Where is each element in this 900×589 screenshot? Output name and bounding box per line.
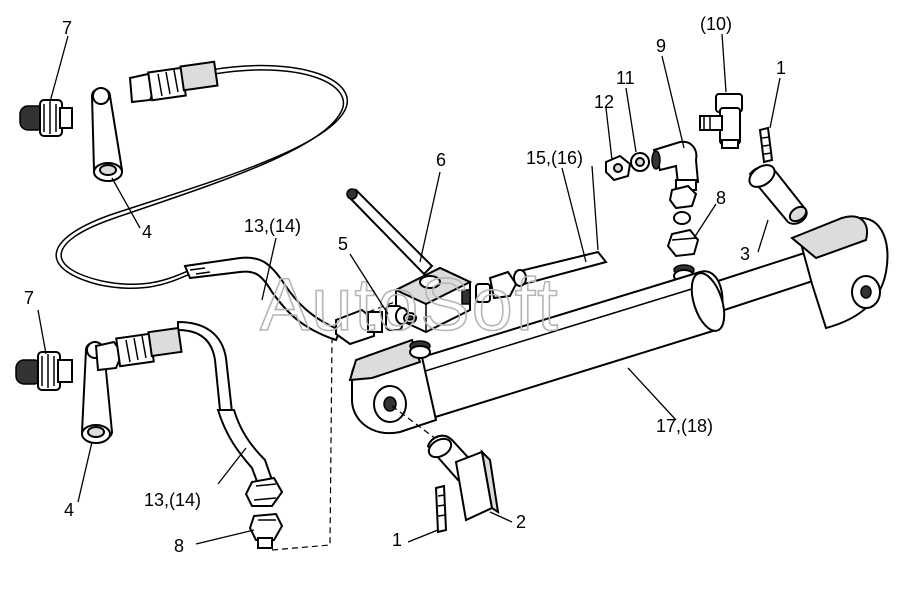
sleeve-11	[630, 152, 650, 172]
callout-11: 11	[616, 68, 635, 88]
nut-12	[605, 154, 632, 182]
callout-1-top: 1	[776, 58, 786, 78]
watermark-text: AutoSoft	[260, 263, 560, 346]
valve-fitting-right	[475, 270, 518, 303]
pin-axis-dashed	[391, 405, 441, 443]
callout-1-bottom: 1	[392, 530, 402, 550]
valve-handle	[346, 188, 434, 276]
callout-8-upper: 8	[716, 188, 726, 208]
leader-lines	[37, 33, 781, 545]
callout-13-lower: 13,(14)	[144, 490, 201, 510]
clevis-pin-3	[748, 164, 808, 225]
dust-cap-top	[90, 87, 124, 182]
callout-6: 6	[436, 150, 446, 170]
callout-7-bottom: 7	[24, 288, 34, 308]
rigid-pipe	[513, 250, 608, 287]
spring-pin-bottom	[434, 484, 448, 534]
quick-coupler-bottom	[15, 351, 73, 391]
cylinder-barrel	[378, 270, 726, 430]
callout-4-bottom: 4	[64, 500, 74, 520]
callout-5: 5	[338, 234, 348, 254]
callout-2: 2	[516, 512, 526, 532]
hose-fitting-top	[128, 60, 219, 104]
callout-13-upper: 13,(14)	[244, 216, 301, 236]
retaining-pin-2	[426, 434, 500, 522]
cylinder-base-clevis	[348, 338, 438, 435]
quick-coupler-top	[19, 99, 73, 137]
port-fitting-left	[403, 312, 431, 359]
tee-fitting-10	[699, 93, 743, 149]
valve-fitting-left	[335, 305, 409, 346]
callout-8-lower: 8	[174, 536, 184, 556]
adapter-upper-stack	[666, 184, 700, 283]
spring-pin-top	[758, 126, 774, 164]
callout-15: 15,(16)	[526, 148, 583, 168]
rod-end-clevis	[790, 215, 889, 330]
lower-hose-line	[177, 320, 274, 486]
callout-3: 3	[740, 244, 750, 264]
upper-hose-tube	[183, 256, 342, 342]
callout-7-top: 7	[62, 18, 72, 38]
callout-12: 12	[594, 92, 614, 112]
callout-4-top: 4	[142, 222, 152, 242]
callout-17: 17,(18)	[656, 416, 713, 436]
elbow-fitting-9	[651, 140, 700, 191]
callout-10: (10)	[700, 14, 732, 34]
upper-hose-line	[55, 64, 348, 290]
callout-labels: 7 4 7 4 13,(14) 13,(14) 8 6 5 15,(16) 12…	[24, 14, 786, 556]
adapter-lower	[248, 512, 284, 549]
hose-end-nut-lower	[244, 476, 284, 507]
return-line-dashed	[271, 299, 401, 551]
hose-fitting-bottom	[94, 326, 183, 372]
callout-9: 9	[656, 36, 666, 56]
